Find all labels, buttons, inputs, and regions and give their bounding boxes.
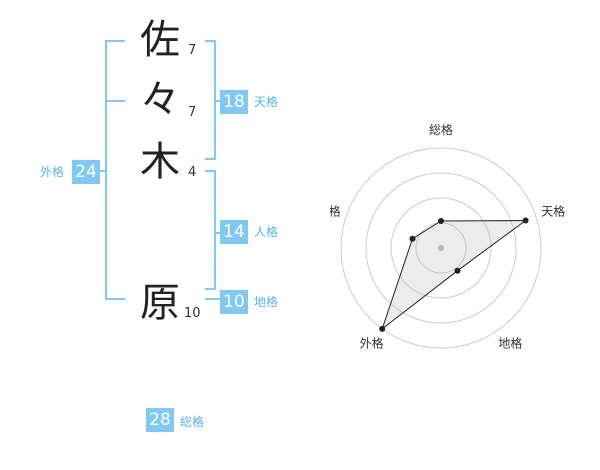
- radar-axis-label-5: 人格: [330, 204, 341, 219]
- tenkaku-bracket-top: [205, 40, 215, 42]
- stroke-count-1: 7: [188, 43, 197, 58]
- name-char-3: 木: [140, 139, 180, 185]
- name-char-2: 々: [140, 77, 180, 123]
- jinkaku-value-badge: 14: [220, 220, 248, 244]
- radar-value-polygon: [381, 219, 528, 331]
- stroke-count-2: 7: [188, 105, 197, 120]
- radar-point-4: [379, 325, 386, 332]
- radar-point-2: [522, 217, 529, 224]
- jinkaku-bracket-top: [205, 170, 215, 172]
- radar-axis-label-2: 天格: [541, 204, 565, 219]
- chikaku-connector: [205, 298, 222, 300]
- gaikaku-bracket-connector: [100, 170, 106, 172]
- radar-point-3: [454, 267, 461, 274]
- gaikaku-value-badge: 24: [72, 160, 100, 184]
- stroke-count-4: 10: [184, 306, 201, 321]
- radar-axis-label-4: 外格: [360, 336, 384, 351]
- name-char-4: 原: [140, 280, 180, 326]
- radar-ring-3: [365, 172, 517, 324]
- name-char-1: 佐: [140, 17, 180, 63]
- radar-axis-label-3: 地格: [498, 336, 522, 351]
- radar-ring-2: [390, 197, 492, 299]
- stroke-count-3: 4: [188, 165, 197, 180]
- radar-point-1: [438, 218, 444, 224]
- gaikaku-bracket-bottom: [105, 298, 125, 300]
- tenkaku-value-badge: 18: [220, 90, 248, 114]
- chikaku-label: 地格: [254, 295, 279, 309]
- jinkaku-label: 人格: [254, 225, 279, 239]
- soukaku-value-badge: 28: [146, 408, 174, 432]
- tenkaku-bracket-bottom: [205, 158, 215, 160]
- gaikaku-bracket-mid: [105, 100, 125, 102]
- soukaku-label: 総格: [180, 415, 205, 429]
- chikaku-value-badge: 10: [220, 290, 248, 314]
- tenkaku-label: 天格: [254, 95, 279, 109]
- radar-point-5: [409, 235, 416, 242]
- radar-center: [438, 245, 444, 251]
- gaikaku-bracket-top: [105, 40, 125, 42]
- gaikaku-bracket-vertical: [105, 40, 107, 300]
- radar-axis-label-1: 総格: [429, 122, 453, 137]
- jinkaku-bracket-bottom: [205, 288, 215, 290]
- jinkaku-bracket-vertical: [214, 170, 216, 290]
- jinkaku-bracket-connector: [214, 232, 222, 234]
- radar-ring-4: [340, 147, 542, 349]
- tenkaku-bracket-connector: [214, 100, 222, 102]
- gaikaku-label: 外格: [40, 165, 65, 179]
